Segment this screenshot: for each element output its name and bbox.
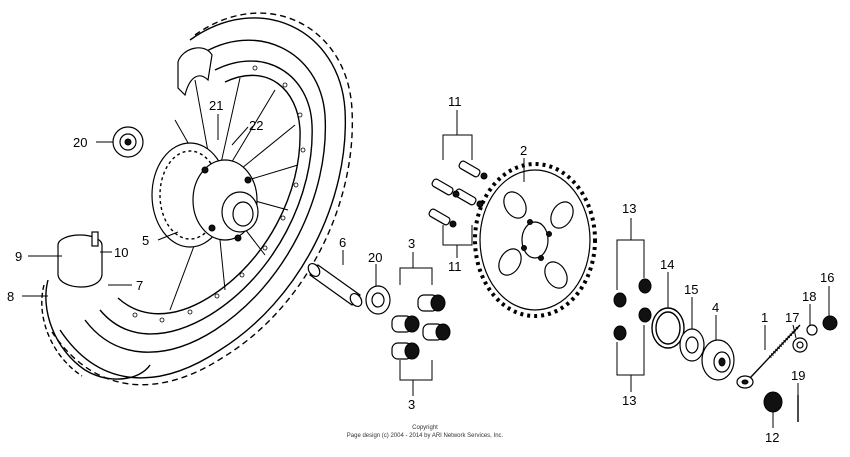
bearing-20-right [365, 285, 391, 315]
callout-4: 4 [712, 300, 719, 315]
callout-22: 22 [249, 118, 263, 133]
callout-1: 1 [761, 310, 768, 325]
callout-6: 6 [339, 235, 346, 250]
callout-10: 10 [114, 245, 128, 260]
callout-2: 2 [520, 143, 527, 158]
nuts-13 [613, 278, 652, 341]
callout-11-top: 11 [448, 94, 462, 109]
copyright-line-1: Copyright [412, 425, 438, 431]
callout-14: 14 [660, 257, 674, 272]
callout-21: 21 [209, 98, 223, 113]
callout-15: 15 [684, 282, 698, 297]
callout-7: 7 [136, 278, 143, 293]
nut-18 [806, 324, 818, 336]
washer-17 [792, 337, 808, 353]
wheel-assembly [41, 12, 354, 386]
callout-11-bottom: 11 [448, 259, 462, 274]
callout-13-top: 13 [622, 201, 636, 216]
stud-bolts-11 [428, 160, 488, 228]
callout-3-bottom: 3 [408, 397, 415, 412]
callout-12: 12 [765, 430, 779, 445]
nut-16 [822, 315, 838, 331]
leader-lines [22, 110, 830, 428]
callout-labels: 1 2 3 3 4 5 6 7 8 9 10 11 11 12 13 13 14… [7, 94, 834, 445]
callout-18: 18 [802, 289, 816, 304]
dampers-3 [391, 294, 451, 360]
nut-12 [763, 391, 783, 413]
callout-19: 19 [791, 368, 805, 383]
callout-9: 9 [15, 249, 22, 264]
axle-1 [736, 324, 801, 389]
bearing-20-left [112, 126, 144, 158]
flange-4 [701, 339, 735, 381]
collar-6 [307, 262, 363, 308]
callout-5: 5 [142, 233, 149, 248]
sprocket-2 [473, 162, 597, 318]
callout-16: 16 [820, 270, 834, 285]
callout-17: 17 [785, 310, 799, 325]
bearing-15 [679, 328, 705, 362]
copyright-line-2: Page design (c) 2004 - 2014 by ARI Netwo… [347, 433, 504, 439]
callout-20-right: 20 [368, 250, 382, 265]
circlip-14 [651, 307, 685, 349]
callout-13-bottom: 13 [622, 393, 636, 408]
copyright-notice: Copyright Page design (c) 2004 - 2014 by… [347, 425, 504, 439]
callout-3-top: 3 [408, 236, 415, 251]
callout-20-left: 20 [73, 135, 87, 150]
callout-8: 8 [7, 289, 14, 304]
